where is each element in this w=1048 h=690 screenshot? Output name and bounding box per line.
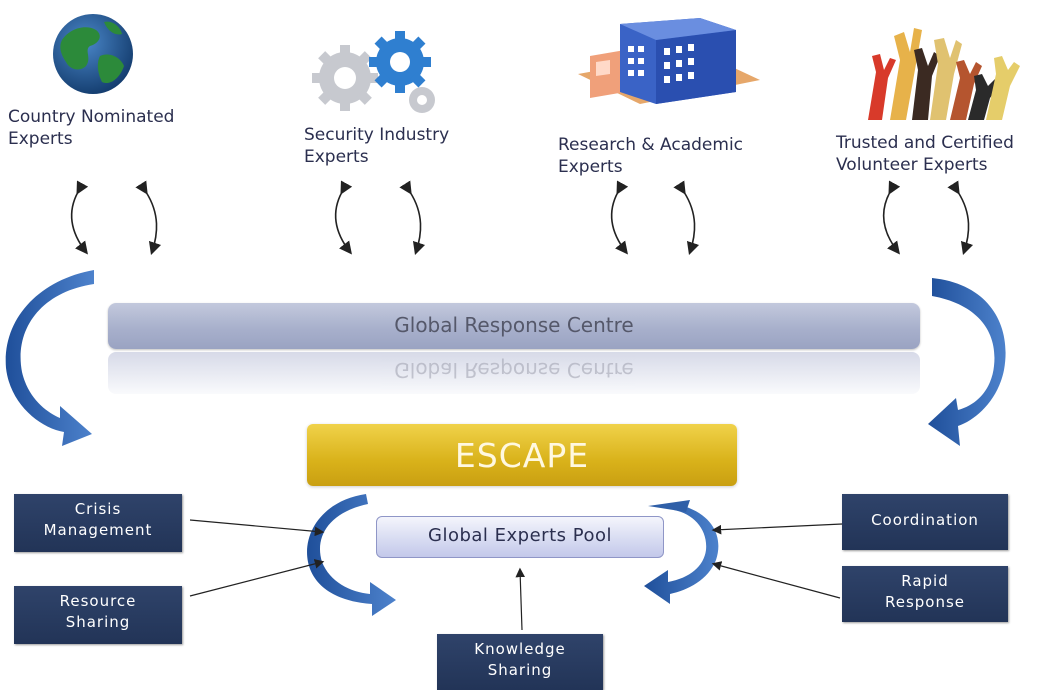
rapid-response-box: Rapid Response (842, 566, 1008, 622)
right-curved-arrow (928, 278, 1006, 446)
global-response-centre-reflection: Global Response Centre (108, 352, 920, 394)
globe-icon (53, 14, 133, 94)
group-label-line: Trusted and Certified (836, 133, 1014, 153)
group-label-trusted-volunteer: Trusted and Certified Volunteer Experts (836, 132, 1014, 176)
box-label-line: Response (884, 593, 966, 611)
pool-cycle-arrow-left (307, 494, 396, 616)
coordination-box: Coordination (842, 494, 1008, 550)
group-label-research-academic: Research & Academic Experts (558, 134, 743, 178)
box-label-line: Rapid (901, 572, 949, 590)
global-experts-pool-label: Global Experts Pool (428, 525, 612, 546)
global-response-centre-reflection-label: Global Response Centre (394, 358, 634, 382)
double-arrow-group-2 (334, 180, 426, 256)
knowledge-sharing-box: Knowledge Sharing (437, 634, 603, 690)
raised-hands-icon (868, 28, 1020, 120)
left-curved-arrow (5, 270, 95, 446)
escape-label: ESCAPE (454, 436, 590, 475)
global-experts-pool-box: Global Experts Pool (376, 516, 664, 558)
box-label-line: Resource (59, 592, 137, 610)
escape-bar: ESCAPE (307, 424, 737, 486)
group-label-line: Volunteer Experts (836, 155, 988, 175)
pool-cycle-arrow-right (644, 500, 719, 604)
double-arrow-group-1 (70, 180, 162, 256)
group-label-line: Experts (304, 147, 369, 167)
global-response-centre-label: Global Response Centre (394, 313, 634, 337)
double-arrow-group-4 (882, 180, 974, 256)
crisis-management-box: Crisis Management (14, 494, 182, 552)
box-label-line: Crisis (74, 500, 122, 518)
group-label-line: Security Industry (304, 125, 450, 145)
double-arrow-group-3 (610, 180, 700, 256)
box-label-line: Coordination (871, 511, 979, 529)
resource-sharing-box: Resource Sharing (14, 586, 182, 644)
group-label-country-nominated: Country Nominated Experts (8, 106, 174, 150)
building-icon (578, 18, 760, 104)
box-label-line: Sharing (487, 661, 553, 679)
group-label-line: Experts (558, 157, 623, 177)
group-label-line: Research & Academic (558, 135, 744, 155)
box-label-line: Management (43, 521, 153, 539)
group-label-line: Country Nominated (8, 107, 175, 127)
group-label-security-industry: Security Industry Experts (304, 124, 449, 168)
global-response-centre-bar: Global Response Centre (108, 303, 920, 349)
connector-arrows (189, 519, 843, 631)
box-label-line: Sharing (65, 613, 131, 631)
gears-icon (312, 31, 435, 113)
group-label-line: Experts (8, 129, 73, 149)
box-label-line: Knowledge (474, 640, 566, 658)
